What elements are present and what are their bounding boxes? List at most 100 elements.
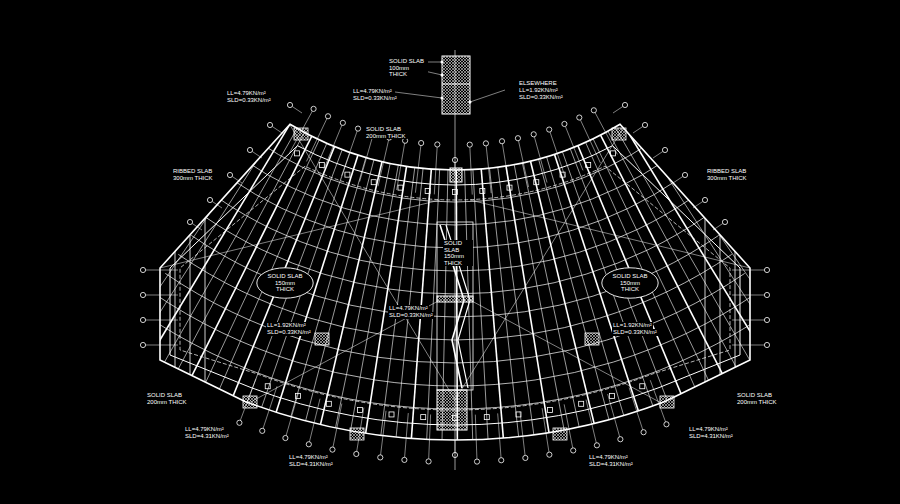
grid-line xyxy=(404,413,408,460)
rib-line xyxy=(441,150,448,490)
slab-ellipse: SOLID SLAB 150mm THICK xyxy=(256,267,314,299)
column xyxy=(484,415,489,420)
solid-slab-patch xyxy=(660,396,674,408)
rib-line xyxy=(577,124,716,434)
grid-line xyxy=(429,414,431,461)
grid-bubble xyxy=(702,197,707,202)
diagonal-line xyxy=(455,125,625,400)
grid-bubble xyxy=(531,132,536,137)
rib-line xyxy=(618,102,803,387)
grid-bubble xyxy=(764,342,769,347)
rib-line xyxy=(309,142,387,473)
slab-note: SOLID SLAB 200mm THICK xyxy=(146,392,188,405)
solid-slab-patch xyxy=(243,396,257,408)
slab-note: LL=1.92KN/m² xyxy=(266,322,307,329)
grid-bubble xyxy=(594,443,599,448)
grid-bubble xyxy=(311,106,316,111)
slab-note: SOLID SLAB 200mm THICK xyxy=(365,126,407,139)
grid-bubble xyxy=(764,292,769,297)
slab-note: SOLID SLAB 100mm THICK xyxy=(388,58,428,78)
grid-line xyxy=(309,399,320,445)
core-slab xyxy=(442,84,470,85)
rib-line xyxy=(111,103,294,390)
column xyxy=(319,163,324,168)
grid-bubble xyxy=(140,342,145,347)
grid-bubble xyxy=(664,422,669,427)
slab-note: SLD=0.33KN/m² xyxy=(352,95,398,102)
leader-dot xyxy=(441,97,444,100)
slab-note: SLD=4.31KN/m² xyxy=(588,461,634,468)
column xyxy=(453,190,458,195)
stair-core xyxy=(437,222,473,390)
grid-line xyxy=(332,404,341,450)
grid-bubble xyxy=(642,122,647,127)
slab-note: SLD=0.33KN/m² xyxy=(612,329,658,336)
grid-line xyxy=(434,144,437,194)
column xyxy=(610,151,615,156)
grid-bubble xyxy=(306,442,311,447)
rib-line xyxy=(705,150,706,420)
grid-bubble xyxy=(140,317,145,322)
diagonal-line xyxy=(245,300,440,405)
rib-line xyxy=(591,117,746,420)
leader-dot xyxy=(441,74,444,77)
rib-line xyxy=(495,147,540,484)
rib-line xyxy=(190,150,191,420)
grid-line xyxy=(306,116,328,161)
grid-line xyxy=(143,295,178,296)
grid-line xyxy=(518,138,529,187)
slab-note: SLD=0.33KN/m² xyxy=(388,312,434,319)
slab-note: RIBBED SLAB 300mm THICK xyxy=(706,168,748,181)
grid-bubble xyxy=(523,455,528,460)
column xyxy=(326,401,331,406)
grid-line xyxy=(290,109,314,153)
grid-bubble xyxy=(426,459,431,464)
grid-line xyxy=(378,138,389,187)
grid-line xyxy=(732,295,767,296)
grid-line xyxy=(520,411,525,458)
rib-line xyxy=(175,150,176,420)
slab-note: SLD=0.33KN/m² xyxy=(226,97,272,104)
grid-bubble xyxy=(547,127,552,132)
rib-line xyxy=(97,99,287,381)
grid-line xyxy=(143,270,178,271)
core-slab xyxy=(437,390,467,430)
grid-bubble xyxy=(140,292,145,297)
grid-bubble xyxy=(591,108,596,113)
grid-bubble xyxy=(378,455,383,460)
rib-line xyxy=(293,140,379,469)
rib-line xyxy=(735,150,736,420)
rib-line xyxy=(205,150,206,420)
grid-bubble xyxy=(622,102,627,107)
grid-line xyxy=(732,320,767,321)
column xyxy=(609,393,614,398)
leader-line xyxy=(395,92,442,98)
grid-bubble xyxy=(662,147,667,152)
column xyxy=(295,151,300,156)
grid-bubble xyxy=(682,172,687,177)
grid-bubble xyxy=(227,172,232,177)
slab-note: SOLID SLAB 150mm THICK xyxy=(443,240,473,266)
grid-bubble xyxy=(340,120,345,125)
leader-dot xyxy=(441,61,444,64)
rib-line xyxy=(541,137,638,463)
grid-line xyxy=(586,400,597,446)
slab-type: SOLID SLAB 150mm THICK xyxy=(612,273,648,293)
grid-line xyxy=(342,129,358,176)
grid-bubble xyxy=(562,121,567,126)
solid-slab-patch xyxy=(585,333,599,345)
grid-bubble xyxy=(354,451,359,456)
grid-bubble xyxy=(641,430,646,435)
grid-bubble xyxy=(287,102,292,107)
slab-note: LL=4.79KN/m² xyxy=(352,88,393,95)
grid-bubble xyxy=(247,147,252,152)
grid-line xyxy=(397,141,405,190)
grid-line xyxy=(549,130,565,177)
grid-line xyxy=(415,143,421,193)
leader-dot xyxy=(469,101,472,104)
column xyxy=(547,408,552,413)
grid-bubble xyxy=(140,267,145,272)
slab-note: SLD=0.33KN/m² xyxy=(518,94,564,101)
slab-note: LL=4.79KN/m² xyxy=(688,426,729,433)
grid-bubble xyxy=(267,122,272,127)
